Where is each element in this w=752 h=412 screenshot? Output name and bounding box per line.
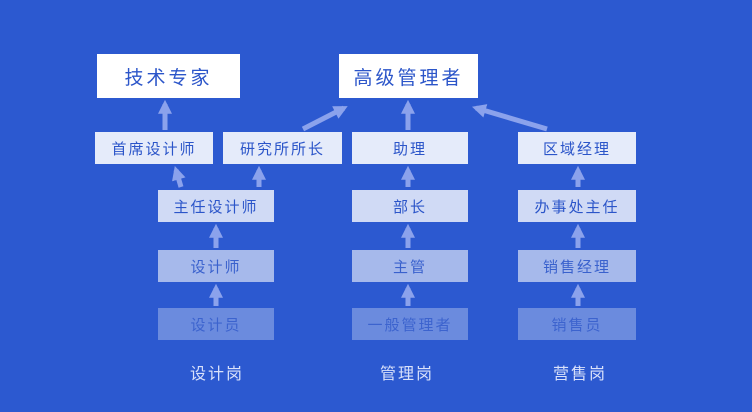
node-sales-manager-label: 销售经理	[542, 257, 611, 276]
node-draftsman-label: 设计员	[190, 315, 242, 334]
node-assistant-label: 助理	[392, 139, 427, 158]
node-regional-manager: 区域经理	[518, 132, 636, 164]
node-minister: 部长	[352, 190, 468, 222]
node-regional-manager-label: 区域经理	[542, 139, 611, 158]
node-chief-designer-label: 首席设计师	[111, 139, 197, 158]
node-minister-label: 部长	[392, 197, 427, 216]
node-institute-director-label: 研究所所长	[239, 139, 325, 158]
node-tech-expert: 技术专家	[97, 54, 240, 98]
column-label-design: 设计岗	[189, 364, 244, 383]
node-salesperson-label: 销售员	[551, 315, 603, 334]
node-designer: 设计师	[158, 250, 274, 282]
node-senior-manager: 高级管理者	[339, 54, 478, 98]
node-draftsman: 设计员	[158, 308, 274, 340]
arrow-regional-manager-to-senior-manager	[471, 104, 548, 132]
node-designer-label: 设计师	[190, 257, 242, 276]
node-salesperson: 销售员	[518, 308, 636, 340]
node-institute-director: 研究所所长	[223, 132, 342, 164]
node-supervisor: 主管	[352, 250, 468, 282]
node-senior-manager-label: 高级管理者	[353, 66, 464, 89]
node-office-director-label: 办事处主任	[534, 197, 620, 216]
node-director-designer: 主任设计师	[158, 190, 274, 222]
node-director-designer-label: 主任设计师	[173, 197, 259, 216]
node-chief-designer: 首席设计师	[95, 132, 213, 164]
column-label-sales: 营售岗	[552, 364, 607, 383]
arrow-institute-director-to-senior-manager	[301, 105, 348, 132]
node-general-manager-label: 一般管理者	[367, 315, 453, 334]
node-assistant: 助理	[352, 132, 468, 164]
arrow-director-designer-to-chief-designer	[172, 165, 186, 188]
node-general-manager: 一般管理者	[352, 308, 468, 340]
column-label-management: 管理岗	[379, 364, 434, 383]
node-supervisor-label: 主管	[392, 257, 427, 276]
node-tech-expert-label: 技术专家	[124, 66, 213, 89]
node-office-director: 办事处主任	[518, 190, 636, 222]
node-sales-manager: 销售经理	[518, 250, 636, 282]
